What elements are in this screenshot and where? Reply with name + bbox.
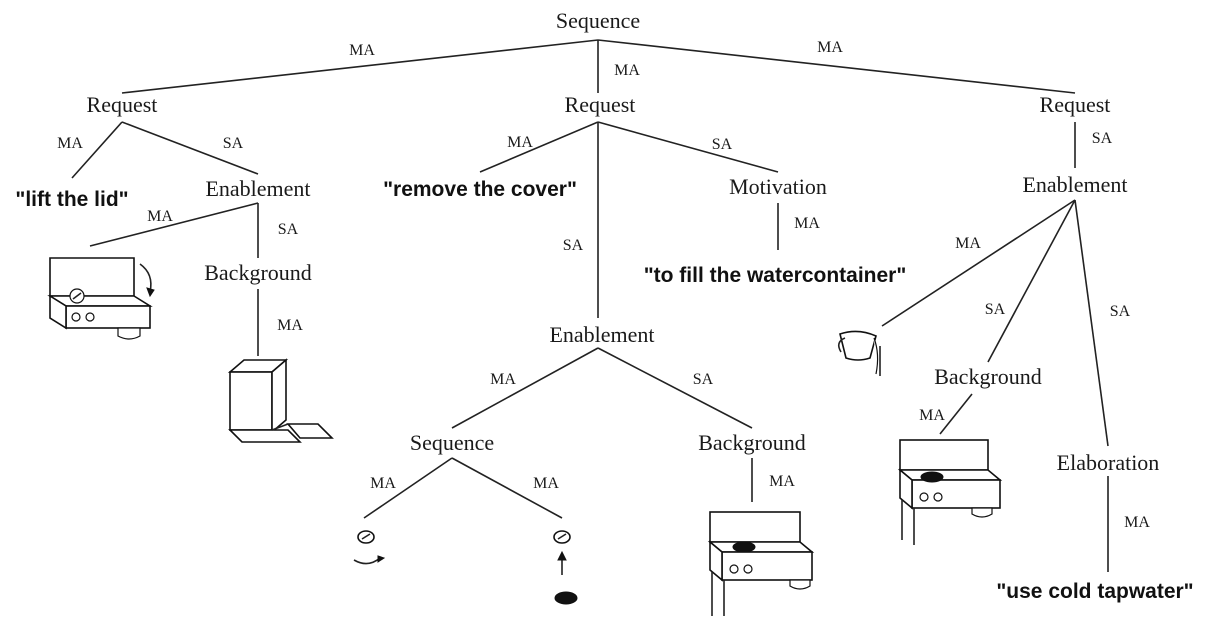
instruction-quotes: "lift the lid" "remove the cover" "to fi… bbox=[15, 178, 1193, 603]
coffee-machine-right-icon bbox=[897, 439, 1003, 545]
edge-label-enablement-right-background: SA bbox=[985, 301, 1006, 318]
edge-label-request-mid-enablement: SA bbox=[563, 237, 584, 254]
edge-label-root-left: MA bbox=[349, 42, 375, 59]
edge-label-enablement-left-pic: MA bbox=[147, 208, 173, 225]
node-request-right: Request bbox=[1040, 92, 1111, 117]
edge-enablement-left-pic bbox=[89, 202, 259, 247]
node-background-left: Background bbox=[204, 260, 312, 285]
quote-remove-the-cover: "remove the cover" bbox=[383, 178, 577, 201]
edge-label-request-left-enablement: SA bbox=[223, 135, 244, 152]
edge-request-mid-motivation bbox=[597, 121, 779, 173]
knob-turn-icon bbox=[353, 530, 386, 565]
edge-sequence-mid-a bbox=[363, 457, 453, 519]
edge-background-right-pic bbox=[939, 393, 973, 435]
pouring-jug-icon bbox=[837, 330, 881, 376]
edge-label-request-mid-cover: MA bbox=[507, 134, 533, 151]
edge-root-request-right bbox=[597, 39, 1076, 94]
edge-request-left-lift bbox=[71, 121, 123, 179]
edge-label-enablement-right-elaboration: SA bbox=[1110, 303, 1131, 320]
edge-enablement-mid-sequence bbox=[451, 347, 599, 429]
node-background-right: Background bbox=[934, 364, 1042, 389]
edge-label-sequence-mid-a: MA bbox=[370, 475, 396, 492]
node-enablement-left: Enablement bbox=[205, 176, 310, 201]
edge-sequence-mid-b bbox=[451, 457, 563, 519]
quote-use-cold-tapwater: "use cold tapwater" bbox=[996, 580, 1193, 603]
node-request-left: Request bbox=[87, 92, 158, 117]
edge-label-root-right: MA bbox=[817, 39, 843, 56]
node-background-mid: Background bbox=[698, 430, 806, 455]
edge-enablement-right-elaboration bbox=[1074, 199, 1109, 447]
node-enablement-mid: Enablement bbox=[549, 322, 654, 347]
edge-label-background-mid-pic: MA bbox=[769, 473, 795, 490]
node-motivation: Motivation bbox=[729, 174, 827, 199]
edge-label-enablement-mid-sequence: MA bbox=[490, 371, 516, 388]
edge-label-enablement-mid-background: SA bbox=[693, 371, 714, 388]
edge-label-background-left-pic: MA bbox=[277, 317, 303, 334]
edge-label-elaboration-use: MA bbox=[1124, 514, 1150, 531]
quote-fill-the-watercontainer: "to fill the watercontainer" bbox=[644, 264, 907, 287]
edge-enablement-mid-background bbox=[597, 347, 753, 429]
tree-edges bbox=[71, 39, 1109, 572]
node-root-sequence: Sequence bbox=[556, 8, 640, 33]
edge-label-root-mid: MA bbox=[614, 62, 640, 79]
edge-label-enablement-left-background: SA bbox=[278, 221, 299, 238]
coffee-machine-lid-icon bbox=[47, 257, 155, 340]
edge-enablement-right-pour bbox=[881, 199, 1076, 327]
edge-label-request-left-lift: MA bbox=[57, 135, 83, 152]
edge-root-request-left bbox=[121, 39, 599, 94]
edge-labels: MA MA MA MA SA MA SA MA MA SA MA SA MA S… bbox=[57, 39, 1150, 531]
edge-label-request-mid-motivation: SA bbox=[712, 136, 733, 153]
tree-nodes: Sequence Request Request Request Enablem… bbox=[87, 8, 1160, 475]
open-machine-icon bbox=[227, 358, 334, 443]
quote-lift-the-lid: "lift the lid" bbox=[15, 188, 128, 211]
knob-press-icon bbox=[553, 530, 578, 605]
edge-label-request-right-enablement: SA bbox=[1092, 130, 1113, 147]
node-enablement-right: Enablement bbox=[1022, 172, 1127, 197]
edge-label-background-right-pic: MA bbox=[919, 407, 945, 424]
node-elaboration: Elaboration bbox=[1057, 450, 1160, 475]
edge-label-motivation-fill: MA bbox=[794, 215, 820, 232]
coffee-machine-icon bbox=[707, 511, 815, 616]
edge-label-sequence-mid-b: MA bbox=[533, 475, 559, 492]
edge-request-mid-cover bbox=[479, 121, 599, 173]
node-request-mid: Request bbox=[565, 92, 636, 117]
edge-request-left-enablement bbox=[121, 121, 259, 175]
edge-enablement-right-background bbox=[987, 199, 1076, 363]
node-sequence-mid: Sequence bbox=[410, 430, 494, 455]
edge-label-enablement-right-pour: MA bbox=[955, 235, 981, 252]
